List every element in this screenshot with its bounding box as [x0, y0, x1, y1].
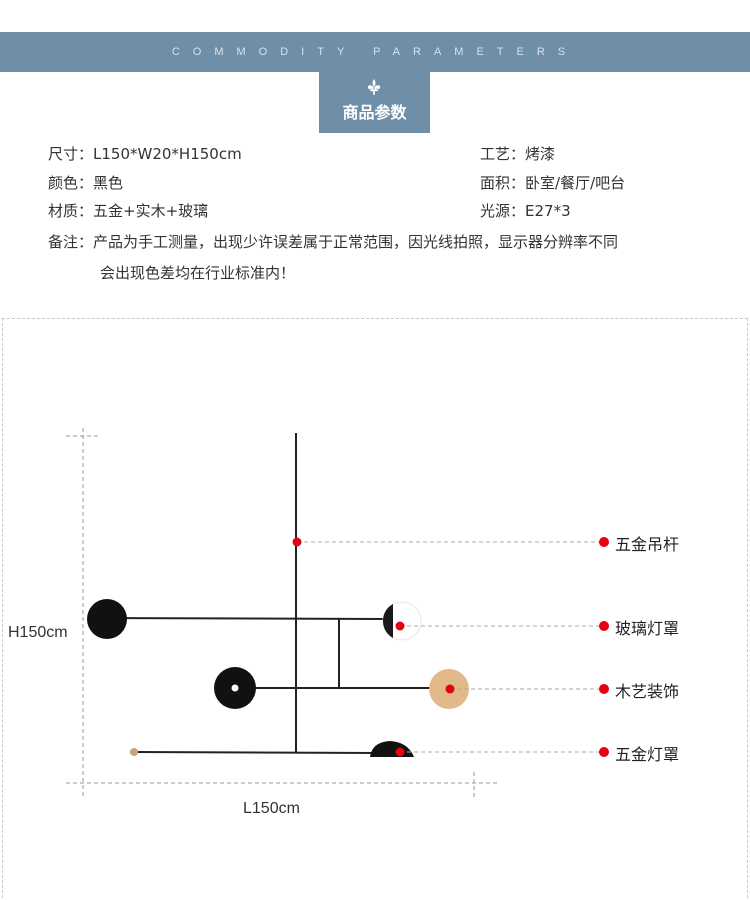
param-size: 尺寸：L150*W20*H150cm — [48, 143, 242, 164]
header-band: COMMODITY PARAMETERS — [0, 32, 750, 72]
marker-dot — [599, 621, 609, 631]
param-note: 备注：产品为手工测量，出现少许误差属于正常范围，因光线拍照，显示器分辨率不同 — [48, 231, 618, 252]
metal-dome-shade — [370, 741, 414, 757]
callout-label-metal-shade: 五金灯罩 — [615, 745, 679, 764]
marker-dot — [599, 747, 609, 757]
param-material-label: 材质： — [48, 202, 94, 220]
param-size-label: 尺寸： — [48, 145, 94, 163]
length-label: L150cm — [243, 800, 300, 817]
callout-leaders — [297, 541, 602, 753]
callout-label-wood: 木艺装饰 — [615, 682, 679, 701]
param-color: 颜色：黑色 — [48, 172, 123, 193]
disc-socket — [231, 684, 239, 692]
glass-shade-cap — [382, 604, 393, 638]
dimension-lines — [66, 428, 498, 798]
fleur-de-lis-icon — [367, 79, 381, 95]
marker-dot — [292, 537, 302, 547]
param-material: 材质：五金+实木+玻璃 — [48, 200, 208, 221]
param-area-label: 面积： — [480, 174, 526, 192]
param-note-line1: 产品为手工测量，出现少许误差属于正常范围，因光线拍照，显示器分辨率不同 — [93, 233, 619, 251]
param-area-value: 卧室/餐厅/吧台 — [525, 174, 626, 192]
marker-dot — [599, 684, 609, 694]
lamp-rods — [107, 433, 449, 754]
diagram-frame — [2, 318, 748, 900]
marker-dot — [395, 621, 405, 631]
param-light-label: 光源： — [480, 202, 526, 220]
param-note-line2: 会出现色差均在行业标准内！ — [100, 264, 296, 282]
param-light-value: E27*3 — [525, 202, 571, 220]
marker-dot — [445, 684, 455, 694]
marker-dot — [395, 747, 405, 757]
callout-label-glass-shade: 玻璃灯罩 — [615, 619, 679, 638]
param-size-value: L150*W20*H150cm — [93, 145, 242, 163]
title-tab: 商品参数 — [319, 72, 430, 133]
param-craft-value: 烤漆 — [525, 145, 556, 163]
param-color-label: 颜色： — [48, 174, 94, 192]
callout-markers — [292, 537, 609, 757]
param-area: 面积：卧室/餐厅/吧台 — [480, 172, 625, 193]
marker-dot — [599, 537, 609, 547]
black-disc-shade-large — [87, 599, 127, 639]
param-craft-label: 工艺： — [480, 145, 526, 163]
wood-end-bead — [130, 748, 138, 756]
header-subtitle: COMMODITY PARAMETERS — [171, 46, 579, 58]
callout-label-rod: 五金吊杆 — [615, 535, 679, 554]
height-label: H150cm — [8, 624, 68, 641]
param-craft: 工艺：烤漆 — [480, 143, 555, 164]
page-title: 商品参数 — [342, 103, 407, 122]
param-note-label: 备注： — [48, 233, 94, 251]
param-light: 光源：E27*3 — [480, 200, 571, 221]
param-material-value: 五金+实木+玻璃 — [93, 202, 209, 220]
param-color-value: 黑色 — [93, 174, 124, 192]
